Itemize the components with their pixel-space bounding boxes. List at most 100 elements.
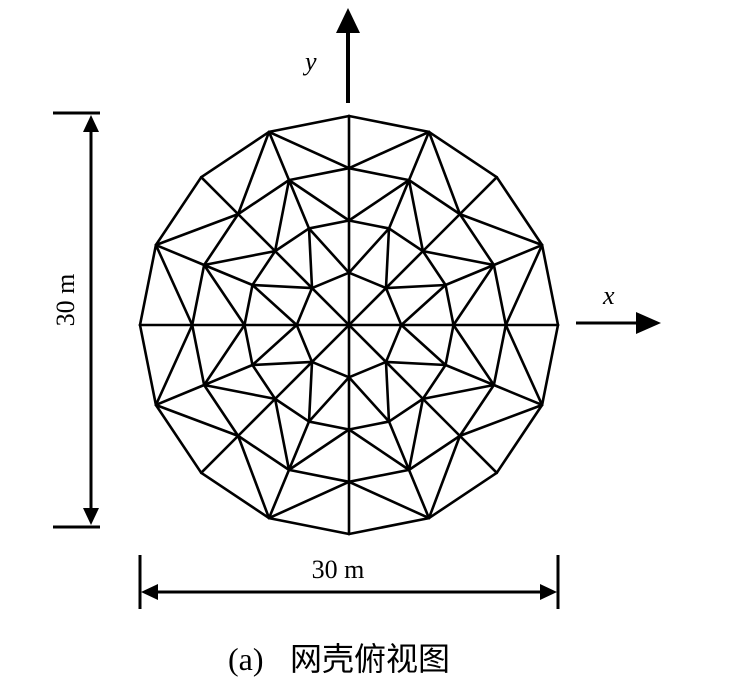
member-bar xyxy=(273,227,311,253)
member-bar xyxy=(154,403,203,475)
member-bar xyxy=(384,360,447,367)
member-bar xyxy=(202,323,246,387)
member-bar xyxy=(421,249,496,267)
caption-label: (a) xyxy=(228,641,264,677)
lattice-shell xyxy=(138,114,560,536)
member-bar xyxy=(444,323,455,367)
member-bar xyxy=(202,363,254,387)
member-bar xyxy=(236,130,271,216)
member-bar xyxy=(399,323,447,367)
member-bar xyxy=(251,249,277,287)
member-bar xyxy=(199,471,271,520)
member-bar xyxy=(347,360,388,379)
member-bar xyxy=(273,397,291,472)
vertical-dimension-label: 30 m xyxy=(51,274,80,327)
member-bar xyxy=(421,363,447,401)
member-bar xyxy=(310,286,351,327)
member-bar xyxy=(154,243,194,327)
member-bar xyxy=(407,178,425,253)
member-bar xyxy=(427,471,499,520)
member-bar xyxy=(154,243,206,267)
member-bar xyxy=(347,227,391,275)
member-bar xyxy=(154,403,240,438)
member-bar xyxy=(236,178,291,216)
member-bar xyxy=(384,249,425,290)
member-bar xyxy=(287,178,351,222)
member-bar xyxy=(407,130,431,182)
member-bar xyxy=(202,263,246,327)
member-bar xyxy=(407,178,462,216)
horizontal-dimension-label: 30 m xyxy=(312,555,365,584)
member-bar xyxy=(444,263,496,287)
member-bar xyxy=(387,397,425,423)
member-bar xyxy=(452,323,496,387)
member-bar xyxy=(310,271,351,290)
member-bar xyxy=(190,323,206,387)
member-bar xyxy=(458,434,499,475)
member-bar xyxy=(384,360,425,401)
member-bar xyxy=(202,212,240,267)
member-bar xyxy=(199,130,271,179)
member-bar xyxy=(492,383,544,407)
member-bar xyxy=(347,271,388,290)
member-bar xyxy=(347,323,388,364)
member-bar xyxy=(202,263,254,287)
member-bar xyxy=(307,375,351,423)
member-bar xyxy=(287,178,311,230)
vertical-dimension-line xyxy=(53,111,100,529)
member-bar xyxy=(347,428,411,472)
member-bar xyxy=(251,360,314,367)
member-bar xyxy=(287,428,351,472)
member-bar xyxy=(458,403,544,438)
member-bar xyxy=(251,323,299,367)
member-bar xyxy=(387,227,425,253)
member-bar xyxy=(267,114,351,134)
member-bar xyxy=(202,249,277,267)
member-bar xyxy=(199,175,240,216)
member-bar xyxy=(384,283,447,290)
member-bar xyxy=(384,227,391,290)
member-bar xyxy=(387,178,411,230)
member-bar xyxy=(307,420,351,431)
member-bar xyxy=(267,480,351,520)
member-bar xyxy=(295,286,314,327)
member-bar xyxy=(407,468,431,520)
member-bar xyxy=(267,468,291,520)
member-bar xyxy=(444,283,455,327)
member-bar xyxy=(273,249,314,290)
member-bar xyxy=(347,516,431,536)
member-bar xyxy=(458,212,496,267)
member-bar xyxy=(384,286,403,327)
member-bar xyxy=(236,397,277,438)
member-bar xyxy=(504,323,544,407)
member-bar xyxy=(138,323,158,407)
member-bar xyxy=(427,434,462,520)
member-bar xyxy=(347,178,411,222)
member-bar xyxy=(407,434,462,472)
member-bar xyxy=(154,323,194,407)
member-bar xyxy=(307,227,351,275)
member-bar xyxy=(347,480,431,520)
member-bar xyxy=(347,420,391,431)
member-bar xyxy=(407,397,425,472)
member-bar xyxy=(287,420,311,472)
member-bar xyxy=(347,468,411,484)
member-bar xyxy=(190,263,206,327)
member-bar xyxy=(427,130,462,216)
member-bar xyxy=(243,323,254,367)
y-axis-label: y xyxy=(302,47,317,76)
x-axis-label: x xyxy=(602,281,615,310)
member-bar xyxy=(273,178,291,253)
member-bar xyxy=(287,166,351,182)
member-bar xyxy=(347,114,431,134)
member-bar xyxy=(138,243,158,327)
member-bar xyxy=(384,323,403,364)
member-bar xyxy=(273,360,314,401)
member-bar xyxy=(421,212,462,253)
member-bar xyxy=(202,383,240,438)
member-bar xyxy=(251,283,299,327)
member-bar xyxy=(421,397,462,438)
member-bar xyxy=(458,175,499,216)
member-bar xyxy=(236,434,291,472)
